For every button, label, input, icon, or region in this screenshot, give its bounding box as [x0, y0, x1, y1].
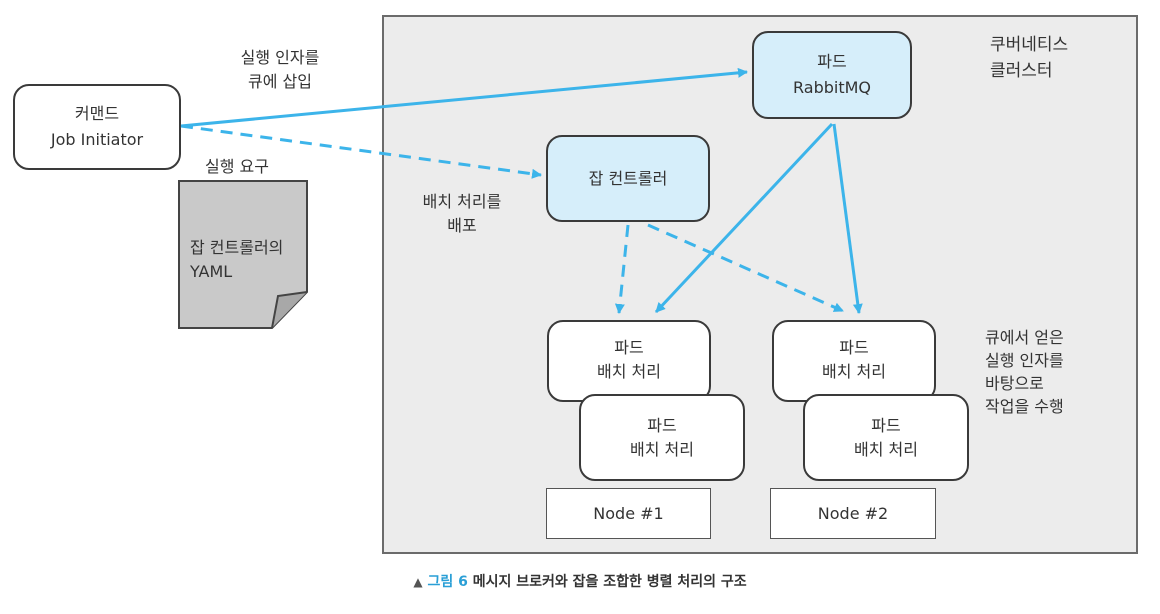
job-controller-box: 잡 컨트롤러 — [546, 135, 710, 222]
caption-figure-number: 그림 6 — [427, 574, 468, 590]
node-2: Node #2 — [770, 488, 936, 539]
arrow-controller-to-pod2 — [647, 223, 844, 313]
arrow-rabbitmq-to-pod2 — [832, 123, 863, 314]
arrow-rabbitmq-to-pod1 — [654, 122, 834, 314]
queue-note-label: 큐에서 얻은 실행 인자를 바탕으로 작업을 수행 — [985, 328, 1064, 416]
arrow-initiator-to-rabbitmq — [180, 67, 748, 128]
initiator-line2: Job Initiator — [50, 130, 144, 149]
node-1: Node #1 — [546, 488, 711, 539]
batch-pod-node1-front: 파드 배치 처리 — [579, 394, 745, 481]
request-label: 실행 요구 — [205, 157, 269, 176]
rabbitmq-pod: 파드 RabbitMQ — [752, 31, 912, 119]
yaml-document-label: 잡 컨트롤러의 YAML — [190, 238, 284, 281]
insert-args-label: 실행 인자를 큐에 삽입 — [240, 48, 320, 91]
job-initiator-box: 커맨드 Job Initiator — [13, 84, 181, 170]
caption-marker: ▲ — [413, 575, 423, 589]
caption-text: 메시지 브로커와 잡을 조합한 병렬 처리의 구조 — [472, 574, 747, 590]
figure-caption: ▲ 그림 6 메시지 브로커와 잡을 조합한 병렬 처리의 구조 — [0, 571, 1160, 591]
cluster-label: 쿠버네티스 클러스터 — [990, 35, 1069, 81]
initiator-line1: 커맨드 — [74, 104, 120, 123]
batch-pod-node2-front: 파드 배치 처리 — [803, 394, 969, 481]
yaml-document-icon — [178, 180, 308, 329]
arrow-initiator-to-job-controller — [180, 124, 542, 179]
deploy-batch-label: 배치 처리를 배포 — [422, 192, 502, 235]
arrow-controller-to-pod1 — [614, 224, 630, 314]
